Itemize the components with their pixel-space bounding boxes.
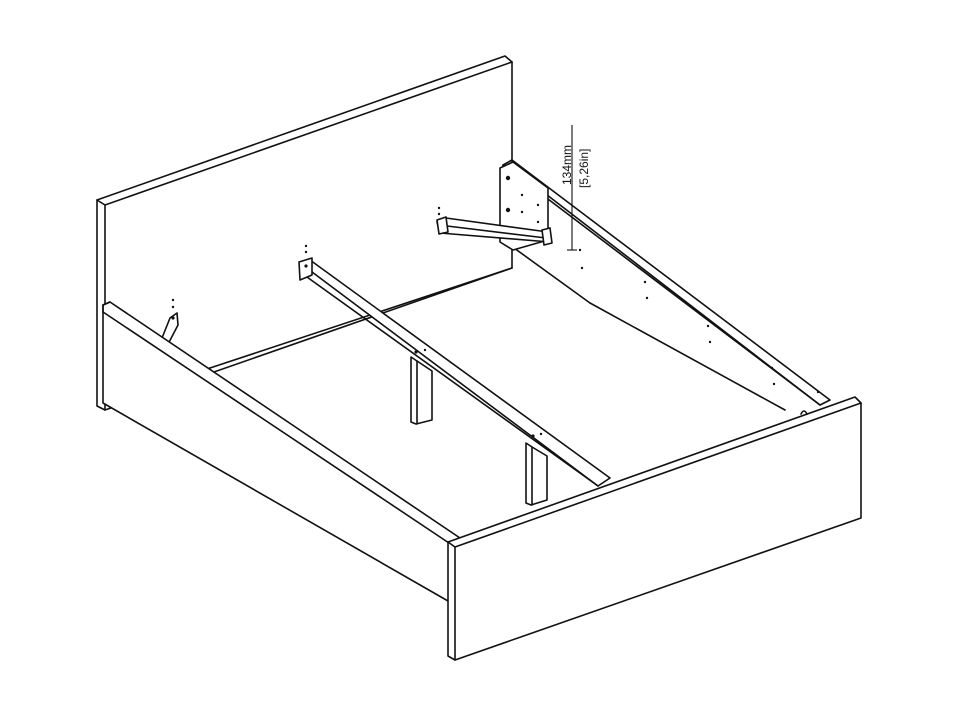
right-side-rail	[499, 159, 831, 411]
dimension-imperial: [5,26in]	[577, 149, 591, 188]
back-metal-bracket	[436, 206, 553, 246]
left-side-rail	[102, 301, 461, 606]
center-support-legs	[410, 356, 548, 506]
footboard	[447, 396, 862, 661]
dimension-metric: 134mm	[560, 145, 574, 185]
dimension-annotation: 134mm [5,26in]	[560, 125, 591, 251]
center-beam	[298, 244, 611, 487]
